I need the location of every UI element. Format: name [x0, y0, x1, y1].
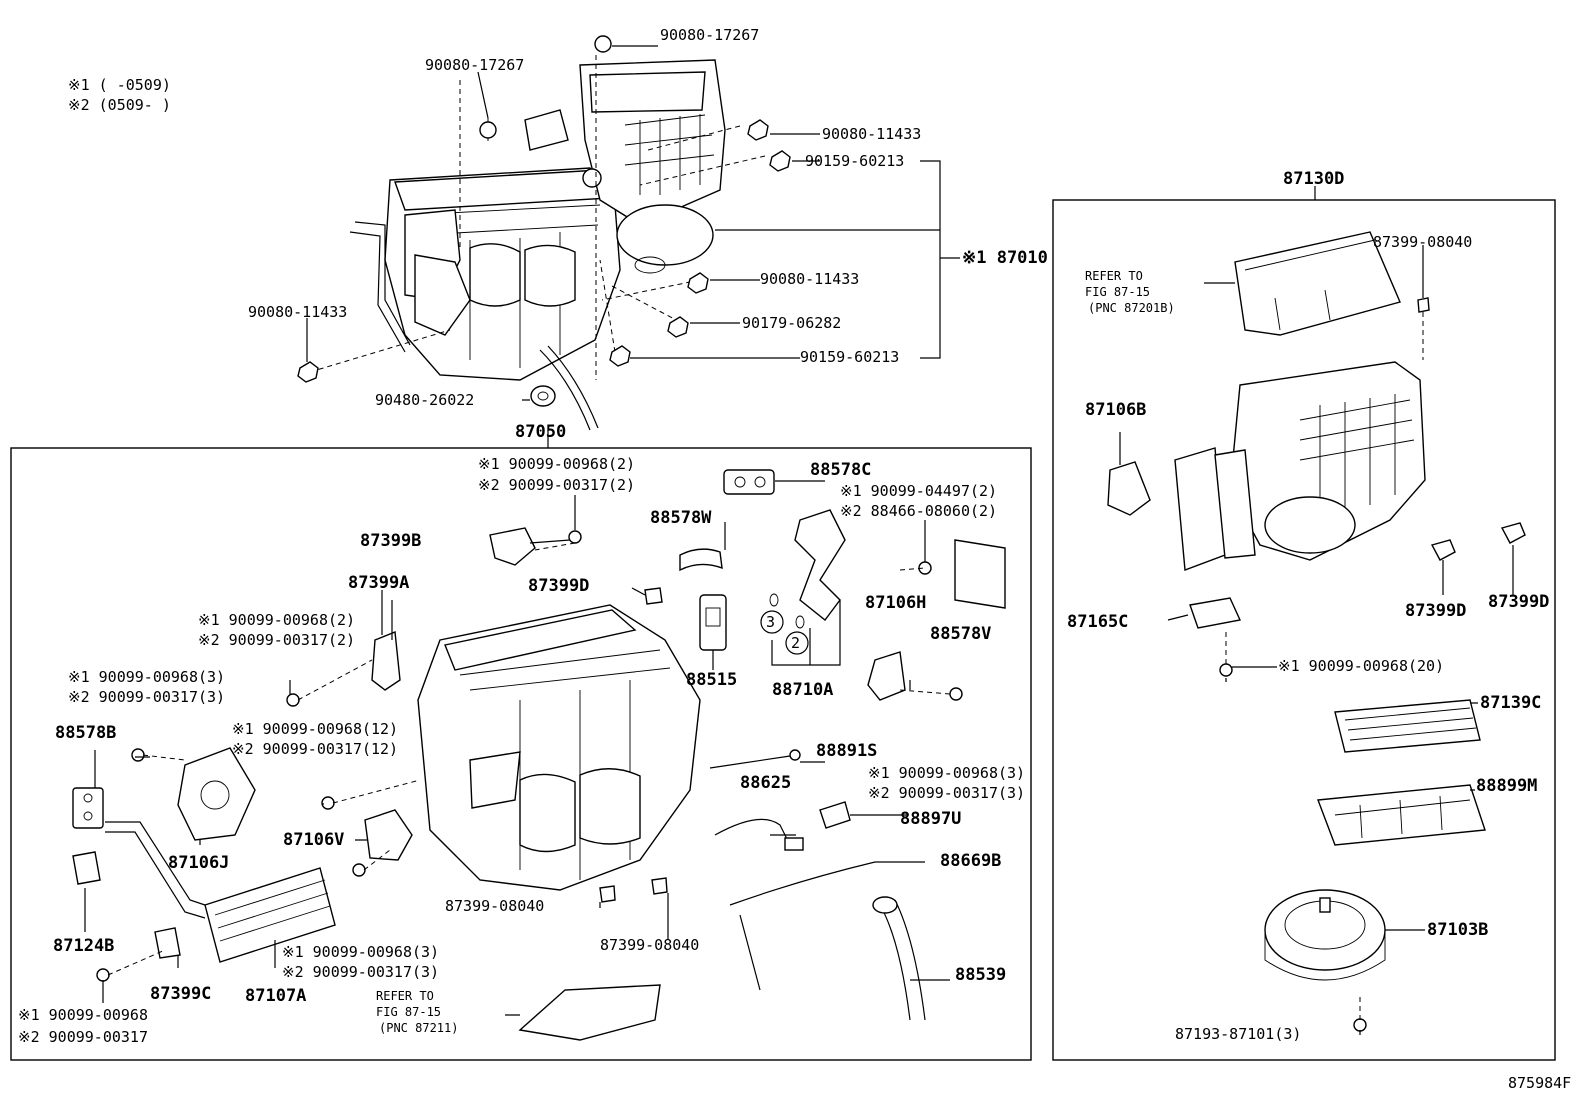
label-88578C: 88578C: [810, 460, 872, 480]
label-c-screw-1a: ※1 90099-00968(2): [478, 455, 636, 473]
label-refer-right-3: (PNC 87201B): [1088, 301, 1175, 315]
label-blower-unit-87130D: 87130D: [1283, 169, 1345, 189]
label-c-screw-5a: ※1 90099-00968(12): [232, 720, 399, 738]
heater-ac-assembly-top: [297, 35, 960, 431]
label-88897U: 88897U: [900, 809, 962, 829]
label-87106H: 87106H: [865, 593, 927, 613]
case-unit-group-box: [10, 447, 1032, 1061]
label-c-screw-3a: ※1 90099-00968(2): [198, 611, 356, 629]
label-refer-center-2: FIG 87-15: [376, 1005, 442, 1019]
bolt-90080-17267-b: [594, 35, 612, 53]
label-assembly-87010: ※1 87010: [962, 248, 1048, 268]
label-87399D-center: 87399D: [528, 576, 590, 596]
label-87103B: 87103B: [1427, 920, 1489, 940]
bolt-90080-17267-a: [479, 121, 497, 139]
label-87193-87101: 87193-87101(3): [1175, 1025, 1302, 1043]
bolt-90080-11433-left: [297, 361, 319, 383]
label-c-screw-4b: ※2 90099-00317(3): [68, 688, 226, 706]
label-88539: 88539: [955, 965, 1007, 985]
label-c-screw-6b: ※2 90099-00317(3): [868, 784, 1026, 802]
label-87165C: 87165C: [1067, 612, 1129, 632]
label-87399D-right-2: 87399D: [1488, 592, 1550, 612]
label-refer-right-2: FIG 87-15: [1085, 285, 1151, 299]
bolt-90159-60213-b: [609, 345, 631, 367]
label-88625: 88625: [740, 773, 792, 793]
label-87399D-right-1: 87399D: [1405, 601, 1467, 621]
label-88891S: 88891S: [816, 741, 878, 761]
label-top-screw-e: 90080-11433: [760, 270, 860, 288]
label-grommet: 90480-26022: [375, 391, 475, 409]
label-circle-2: 2: [791, 634, 801, 652]
label-88515: 88515: [686, 670, 738, 690]
case-unit-parts: [72, 469, 1006, 1041]
label-88710A: 88710A: [772, 680, 834, 700]
label-88578W: 88578W: [650, 508, 712, 528]
label-c-screw-7b: ※2 90099-00317(3): [282, 963, 440, 981]
label-c-screw-4a: ※1 90099-00968(3): [68, 668, 226, 686]
label-refer-right-1: REFER TO: [1085, 269, 1143, 283]
label-87106J: 87106J: [168, 853, 230, 873]
label-c-screw-7a: ※1 90099-00968(3): [282, 943, 440, 961]
label-87399B: 87399B: [360, 531, 422, 551]
label-right-screw: ※1 90099-00968(20): [1278, 657, 1445, 675]
label-top-screw-b: 90080-17267: [660, 26, 760, 44]
label-87399-08040-a: 87399-08040: [445, 897, 545, 915]
label-87107A: 87107A: [245, 986, 307, 1006]
label-c-screw-1b: ※2 90099-00317(2): [478, 476, 636, 494]
label-circle-3: 3: [766, 613, 776, 631]
label-87399A: 87399A: [348, 573, 410, 593]
label-top-screw-a: 90080-17267: [425, 56, 525, 74]
label-refer-center-3: (PNC 87211): [379, 1021, 459, 1035]
label-c-screw-5b: ※2 90099-00317(12): [232, 740, 399, 758]
bolt-90080-11433-b: [687, 272, 709, 294]
label-87106B: 87106B: [1085, 400, 1147, 420]
label-case-unit-87050: 87050: [515, 422, 567, 442]
label-c-screw-8b: ※2 90099-00317: [18, 1028, 148, 1046]
blower-unit-parts: [1107, 231, 1526, 1035]
figure-code: 875984F: [1508, 1074, 1572, 1092]
label-top-screw-f: 90179-06282: [742, 314, 842, 332]
label-top-screw-c: 90080-11433: [822, 125, 922, 143]
label-refer-center-1: REFER TO: [376, 989, 434, 1003]
label-87106V: 87106V: [283, 830, 345, 850]
label-right-87399-08040: 87399-08040: [1373, 233, 1473, 251]
label-c-screw-2a: ※1 90099-04497(2): [840, 482, 998, 500]
label-c-screw-2b: ※2 88466-08060(2): [840, 502, 998, 520]
label-88578V: 88578V: [930, 624, 992, 644]
label-87399C: 87399C: [150, 984, 212, 1004]
bolt-90179-06282: [667, 316, 689, 338]
bolt-90159-60213-a: [769, 150, 791, 172]
bolt-90080-11433-a: [747, 119, 769, 141]
label-87124B: 87124B: [53, 936, 115, 956]
note-1: ※1 ( -0509): [68, 76, 171, 94]
label-top-screw-d: 90159-60213: [805, 152, 905, 170]
label-87139C: 87139C: [1480, 693, 1542, 713]
label-left-screw: 90080-11433: [248, 303, 348, 321]
label-88578B: 88578B: [55, 723, 117, 743]
label-88669B: 88669B: [940, 851, 1002, 871]
label-c-screw-8a: ※1 90099-00968: [18, 1006, 148, 1024]
label-88899M: 88899M: [1476, 776, 1538, 796]
grommet-90480-26022: [530, 385, 556, 407]
label-87399-08040-b: 87399-08040: [600, 936, 700, 954]
label-c-screw-3b: ※2 90099-00317(2): [198, 631, 356, 649]
label-c-screw-6a: ※1 90099-00968(3): [868, 764, 1026, 782]
label-top-screw-g: 90159-60213: [800, 348, 900, 366]
note-2: ※2 (0509- ): [68, 96, 171, 114]
blower-unit-group-box: [1052, 199, 1556, 1061]
